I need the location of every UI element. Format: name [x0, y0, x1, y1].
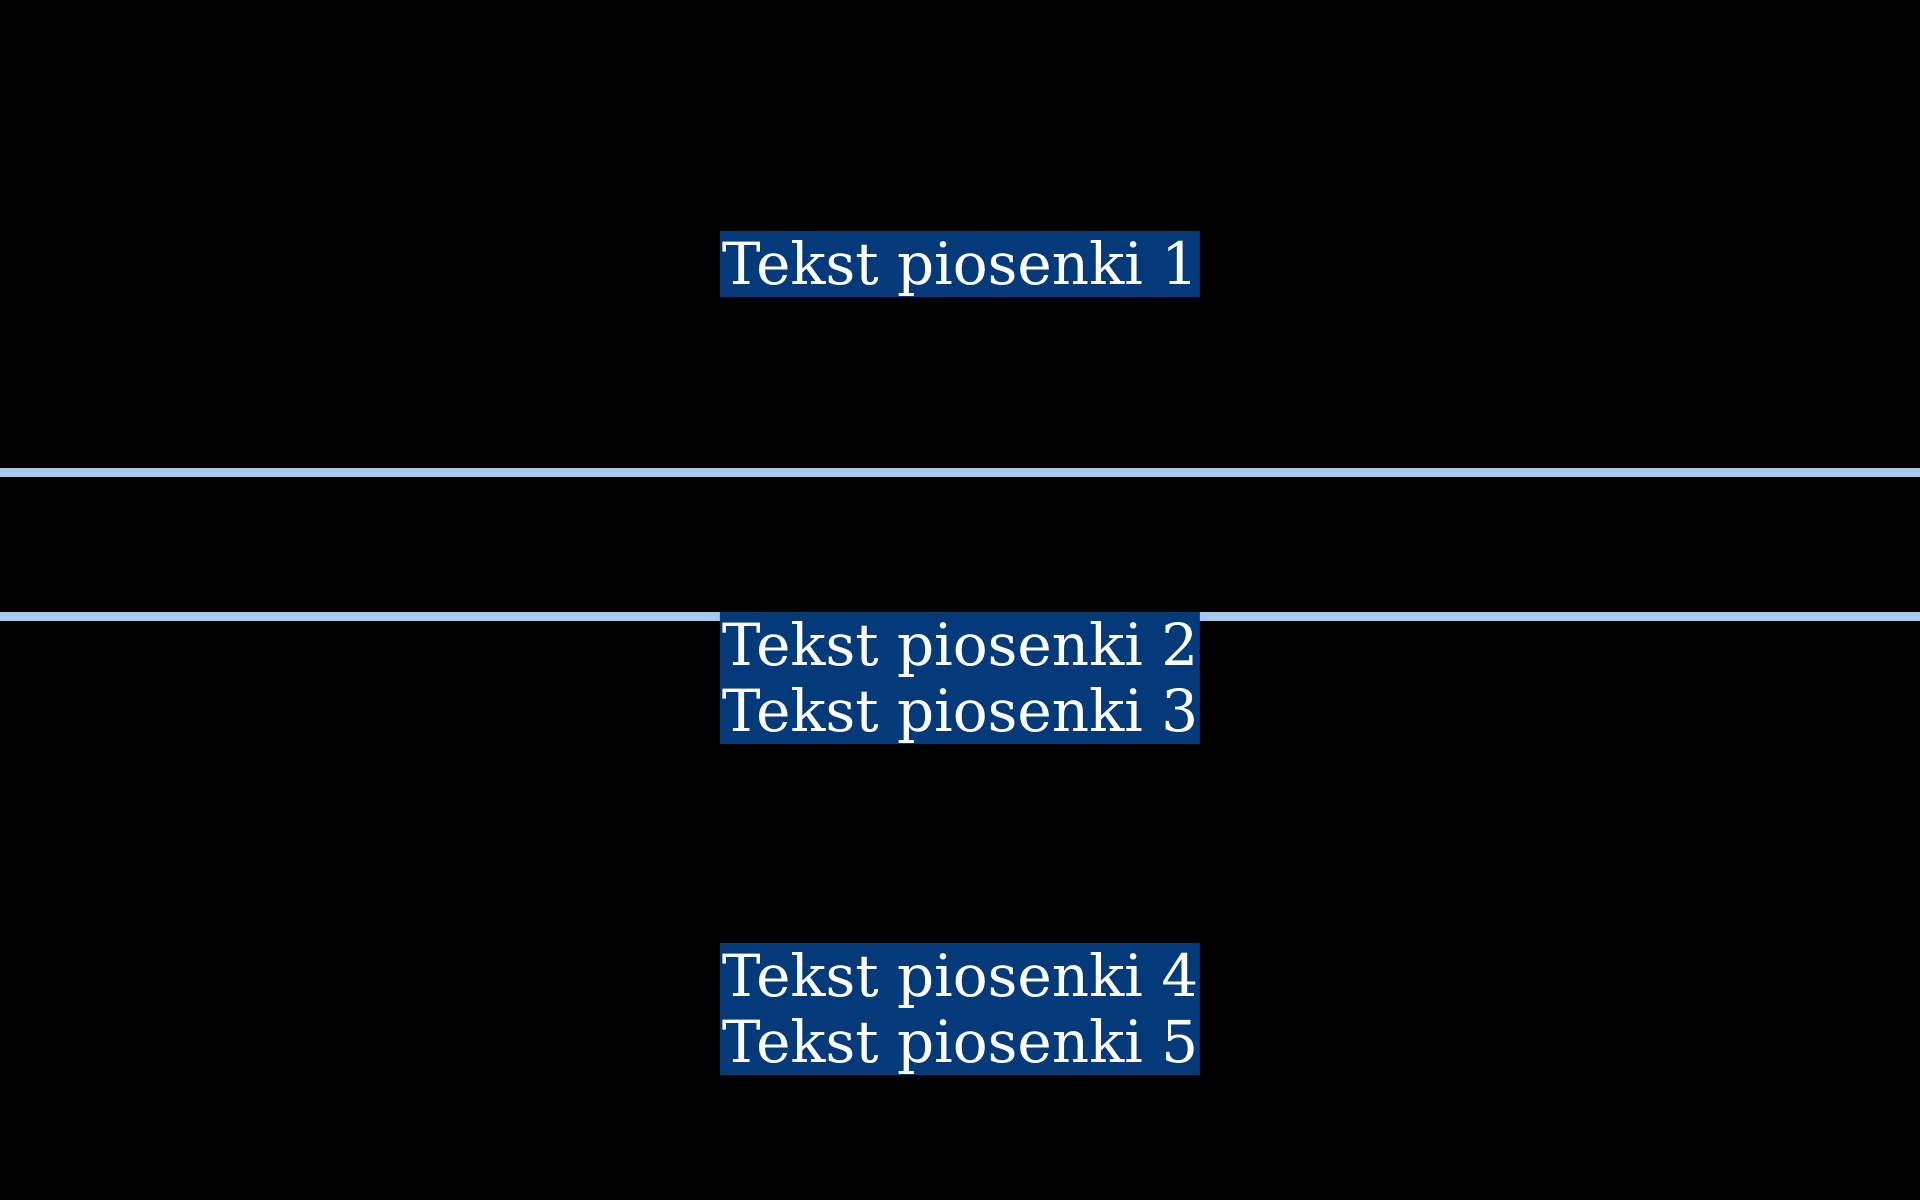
lyric-line: Tekst piosenki 4: [721, 942, 1199, 1010]
lyric-line: Tekst piosenki 1: [721, 230, 1199, 298]
lyric-line: Tekst piosenki 5: [721, 1008, 1199, 1076]
guide-line-top: [0, 468, 1920, 477]
lyric-block-3: Tekst piosenki 4 Tekst piosenki 5: [719, 942, 1201, 1076]
lyric-block-1: Tekst piosenki 1: [719, 230, 1201, 298]
lyric-line: Tekst piosenki 3: [721, 677, 1199, 745]
lyric-line: Tekst piosenki 2: [721, 611, 1199, 679]
lyric-block-2: Tekst piosenki 2 Tekst piosenki 3: [719, 611, 1201, 745]
